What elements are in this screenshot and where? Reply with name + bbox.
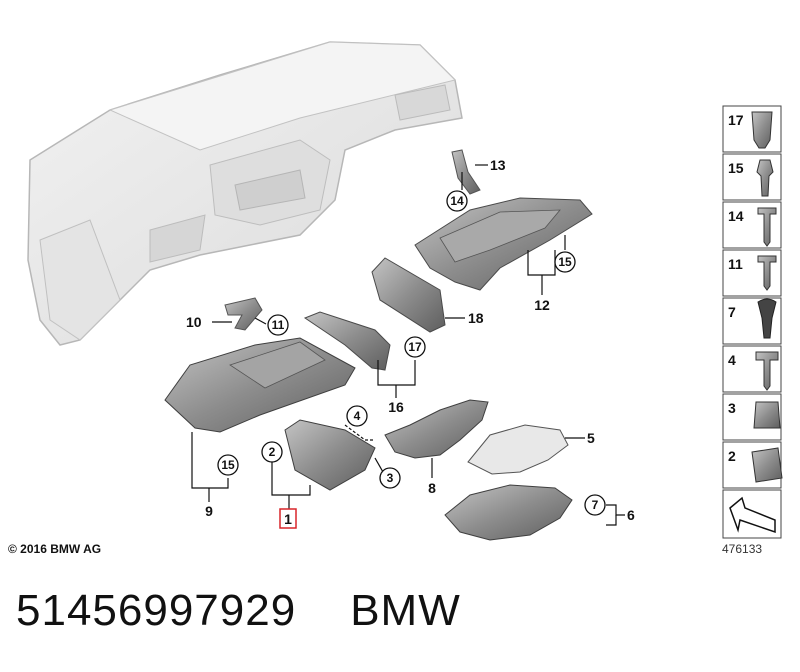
dashboard-outline bbox=[27, 41, 463, 346]
part-1-cover bbox=[284, 419, 376, 491]
fastener-legend bbox=[722, 105, 783, 539]
callout-9: 9 bbox=[205, 503, 213, 519]
callout-6: 6 bbox=[627, 507, 635, 523]
callout-3: 3 bbox=[387, 471, 394, 485]
expanding-rivet-icon bbox=[756, 159, 774, 197]
callout-circles bbox=[217, 190, 606, 516]
part-18-panel bbox=[371, 257, 446, 333]
callout-8: 8 bbox=[428, 480, 436, 496]
callout-16: 16 bbox=[388, 399, 404, 415]
callout-15-lower: 15 bbox=[221, 458, 235, 472]
copyright-notice: © 2016 BMW AG bbox=[8, 542, 102, 556]
part-number-footer: 51456997929 BMW bbox=[16, 586, 515, 636]
callout-14: 14 bbox=[450, 194, 464, 208]
callout-1: 1 bbox=[284, 511, 292, 527]
callout-11: 11 bbox=[272, 318, 285, 332]
nut-clip-icon bbox=[753, 401, 781, 429]
parts-diagram: 13 14 15 12 18 10 11 17 16 4 2 15 3 5 8 … bbox=[27, 41, 783, 541]
legend-label-15: 15 bbox=[728, 160, 744, 176]
clip-icon bbox=[751, 111, 773, 149]
part-13-bracket bbox=[451, 149, 481, 195]
callout-2: 2 bbox=[269, 445, 276, 459]
legend-label-14: 14 bbox=[728, 208, 744, 224]
highlight-box bbox=[279, 508, 297, 529]
screw-short-icon bbox=[757, 255, 777, 291]
part-8-shroud bbox=[384, 399, 489, 459]
leader-lines bbox=[191, 164, 625, 526]
legend-label-11: 11 bbox=[728, 256, 743, 272]
part-5-cover bbox=[467, 424, 569, 475]
legend-label-17: 17 bbox=[728, 112, 744, 128]
callout-12: 12 bbox=[534, 297, 550, 313]
diagram-reference-number: 476133 bbox=[722, 542, 763, 556]
part-12-trim bbox=[414, 197, 593, 291]
legend-label-2: 2 bbox=[728, 448, 736, 464]
callout-18: 18 bbox=[468, 310, 484, 326]
callout-15-upper: 15 bbox=[558, 255, 572, 269]
callout-5: 5 bbox=[587, 430, 595, 446]
rubber-buffer-icon bbox=[757, 298, 777, 339]
callout-4: 4 bbox=[354, 409, 361, 423]
legend-label-3: 3 bbox=[728, 400, 736, 416]
part-16-strip bbox=[303, 311, 391, 371]
legend-label-7: 7 bbox=[728, 304, 736, 320]
callout-17: 17 bbox=[408, 340, 422, 354]
callout-7: 7 bbox=[592, 498, 599, 512]
spring-nut-icon bbox=[751, 447, 783, 483]
legend-label-4: 4 bbox=[728, 352, 736, 368]
callout-10: 10 bbox=[186, 314, 202, 330]
self-tapping-screw-icon bbox=[755, 351, 779, 391]
part-10-bracket bbox=[224, 297, 263, 331]
part-9-lower-panel bbox=[164, 337, 356, 433]
part-6-cover bbox=[444, 484, 573, 541]
arrow-icon bbox=[729, 496, 776, 534]
brand-name: BMW bbox=[350, 586, 461, 635]
screw-icon bbox=[757, 207, 777, 247]
part-number: 51456997929 bbox=[16, 586, 297, 635]
callout-13: 13 bbox=[490, 157, 506, 173]
